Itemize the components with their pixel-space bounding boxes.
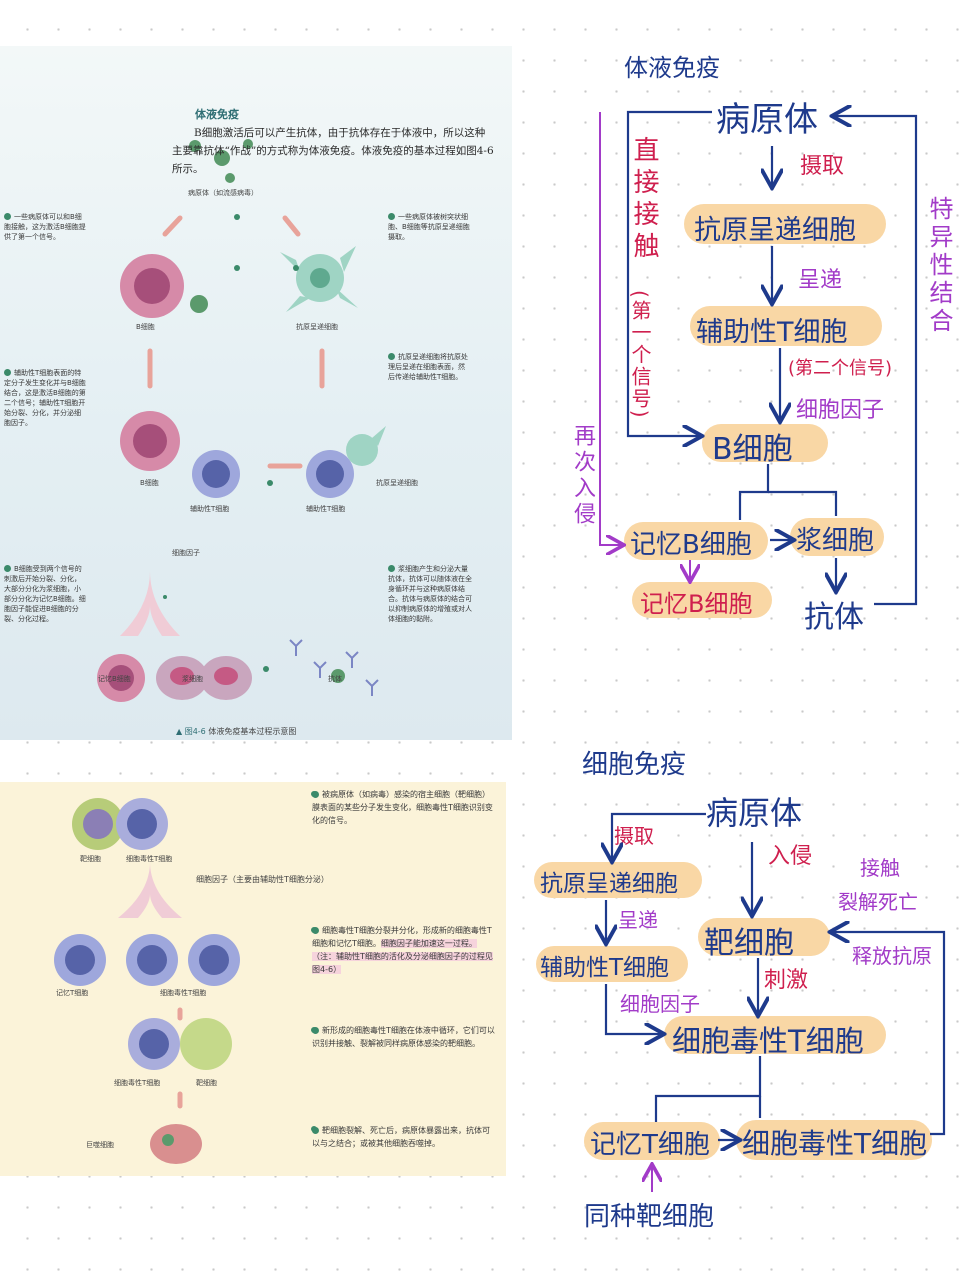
cellular-node-memory-t: 记忆T细胞 [590,1130,710,1160]
cellular-note-4: 靶细胞裂解、死亡后，病原体暴露出来，抗体可以与之结合；或被其他细胞吞噬掉。 [312,1126,490,1148]
humoral-textbook-title: 体液免疫 [195,108,239,121]
humoral-node-plasma: 浆细胞 [796,526,875,556]
humoral-label-direct-contact: 直接接触 [629,136,659,264]
caption-macrophage: 巨噬细胞 [86,1141,114,1149]
caption-cytokine: 细胞因子 [172,549,200,557]
humoral-label-present: 呈递 [798,268,843,293]
figure-caption: ▲ 图4-6 体液免疫基本过程示意图 [176,727,297,736]
cellular-textbook-panel: 靶细胞 细胞毒性T细胞 细胞因子（主要由辅助性T细胞分泌） 记忆T细胞 细胞毒性… [0,782,506,1176]
humoral-textbook-panel: 体液免疫 B细胞激活后可以产生抗体，由于抗体存在于体液中，所以这种主要靠抗体“作… [0,46,512,740]
humoral-textbook-intro: B细胞激活后可以产生抗体，由于抗体存在于体液中，所以这种主要靠抗体“作战”的方式… [172,127,494,175]
humoral-label-uptake: 摄取 [800,154,845,179]
humoral-node-antibody: 抗体 [804,600,864,635]
humoral-label-cytokine: 细胞因子 [796,398,885,423]
humoral-node-th: 辅助性T细胞 [696,317,848,348]
humoral-label-specific-binding: 特异性结合 [925,196,953,336]
cellular-node-same-target: 同种靶细胞 [584,1202,715,1232]
humoral-label-first-signal: (第一个信号) [628,290,652,420]
humoral-note-6: 浆细胞产生和分泌大量抗体，抗体可以随体液在全身循环并与这种病原体结合。抗体与病原… [388,565,472,623]
cellular-label-cytokine: 细胞因子 [620,992,700,1016]
cellular-label-uptake: 摄取 [614,824,654,848]
humoral-memoryb2-highlight [632,582,772,618]
caption-target-cell: 靶细胞 [80,855,101,863]
cellular-node-pathogen: 病原体 [706,794,803,832]
caption-apc: 抗原呈递细胞 [296,323,338,331]
caption-pathogen: 病原体（如流感病毒） [188,189,258,197]
humoral-b-highlight [702,424,828,462]
caption-b-cell: B细胞 [136,323,155,331]
cellular-node-ctl-2: 细胞毒性T细胞 [742,1127,928,1160]
cellular-label-contact: 接触 [860,856,900,880]
humoral-note-1: 一些病原体可以和B细胞接触，这为激活B细胞提供了第一个信号。 [4,213,86,241]
cellular-label-invade: 入侵 [768,844,813,869]
humoral-label-reinvade: 再次入侵 [570,424,595,528]
humoral-node-b-cell: B细胞 [712,432,793,467]
cellular-note-3: 新形成的细胞毒性T细胞在体液中循环，它们可以识别并接触、裂解被同样病原体感染的靶… [312,1026,495,1048]
caption-apc-2: 抗原呈递细胞 [376,479,418,487]
cellular-memoryt-highlight [584,1122,720,1160]
cellular-node-apc: 抗原呈递细胞 [540,871,678,897]
humoral-memoryb-highlight [624,522,768,560]
cellular-note-2: 细胞毒性T细胞分裂并分化，形成新的细胞毒性T细胞和记忆T细胞。细胞因子能加速这一… [312,926,493,974]
cellular-illustration [54,791,317,1164]
cellular-apc-highlight [534,862,702,898]
humoral-note-5: B细胞受到两个信号的刺激后开始分裂、分化，大部分分化为浆细胞，小部分分化为记忆B… [4,565,86,623]
humoral-node-apc: 抗原呈递细胞 [694,215,856,246]
cellular-heading: 细胞免疫 [582,750,687,780]
caption-memory-b: 记忆B细胞 [98,675,131,683]
caption-antibody: 抗体 [328,675,342,683]
cellular-node-ctl: 细胞毒性T细胞 [672,1024,864,1058]
caption-cytokine-note: 细胞因子（主要由辅助性T细胞分泌） [196,875,329,884]
cellular-node-target: 靶细胞 [704,926,794,961]
humoral-node-memory-b: 记忆B细胞 [630,530,752,560]
humoral-illustration [97,139,386,702]
humoral-label-second-signal: (第二个信号) [788,358,893,379]
cellular-node-th: 辅助性T细胞 [540,955,670,981]
caption-b-cell-2: B细胞 [140,479,159,487]
cellular-label-release-antigen: 释放抗原 [852,944,932,968]
humoral-node-memory-b-2: 记忆B细胞 [640,590,753,618]
caption-cytotoxic-t: 细胞毒性T细胞 [126,855,173,863]
caption-th-cell: 辅助性T细胞 [190,505,230,513]
caption-th-cell-2: 辅助性T细胞 [306,505,346,513]
caption-cytotoxic-t-2: 细胞毒性T细胞 [160,989,207,997]
cellular-label-lyse-die: 裂解死亡 [838,890,918,914]
caption-plasma: 浆细胞 [182,675,203,683]
humoral-note-2: 一些病原体被树突状细胞、B细胞等抗原呈递细胞摄取。 [388,213,470,241]
cellular-note-1: 被病原体（如病毒）感染的宿主细胞（靶细胞）膜表面的某些分子发生变化，细胞毒性T细… [312,790,493,825]
cellular-target-highlight [698,918,830,956]
caption-memory-t: 记忆T细胞 [56,989,89,997]
cellular-label-stimulate: 刺激 [764,968,809,993]
cellular-label-present: 呈递 [618,908,658,932]
caption-cytotoxic-t-3: 细胞毒性T细胞 [114,1079,161,1087]
humoral-note-4: 抗原呈递细胞将抗原处理后呈递在细胞表面，然后传递给辅助性T细胞。 [388,353,468,381]
cellular-th-highlight [536,946,688,982]
humoral-node-pathogen: 病原体 [716,100,818,140]
humoral-heading: 体液免疫 [624,54,720,82]
humoral-note-3: 辅助性T细胞表面的特定分子发生变化并与B细胞结合，这是激活B细胞的第二个信号；辅… [4,369,86,427]
caption-target-cell-2: 靶细胞 [196,1079,217,1087]
